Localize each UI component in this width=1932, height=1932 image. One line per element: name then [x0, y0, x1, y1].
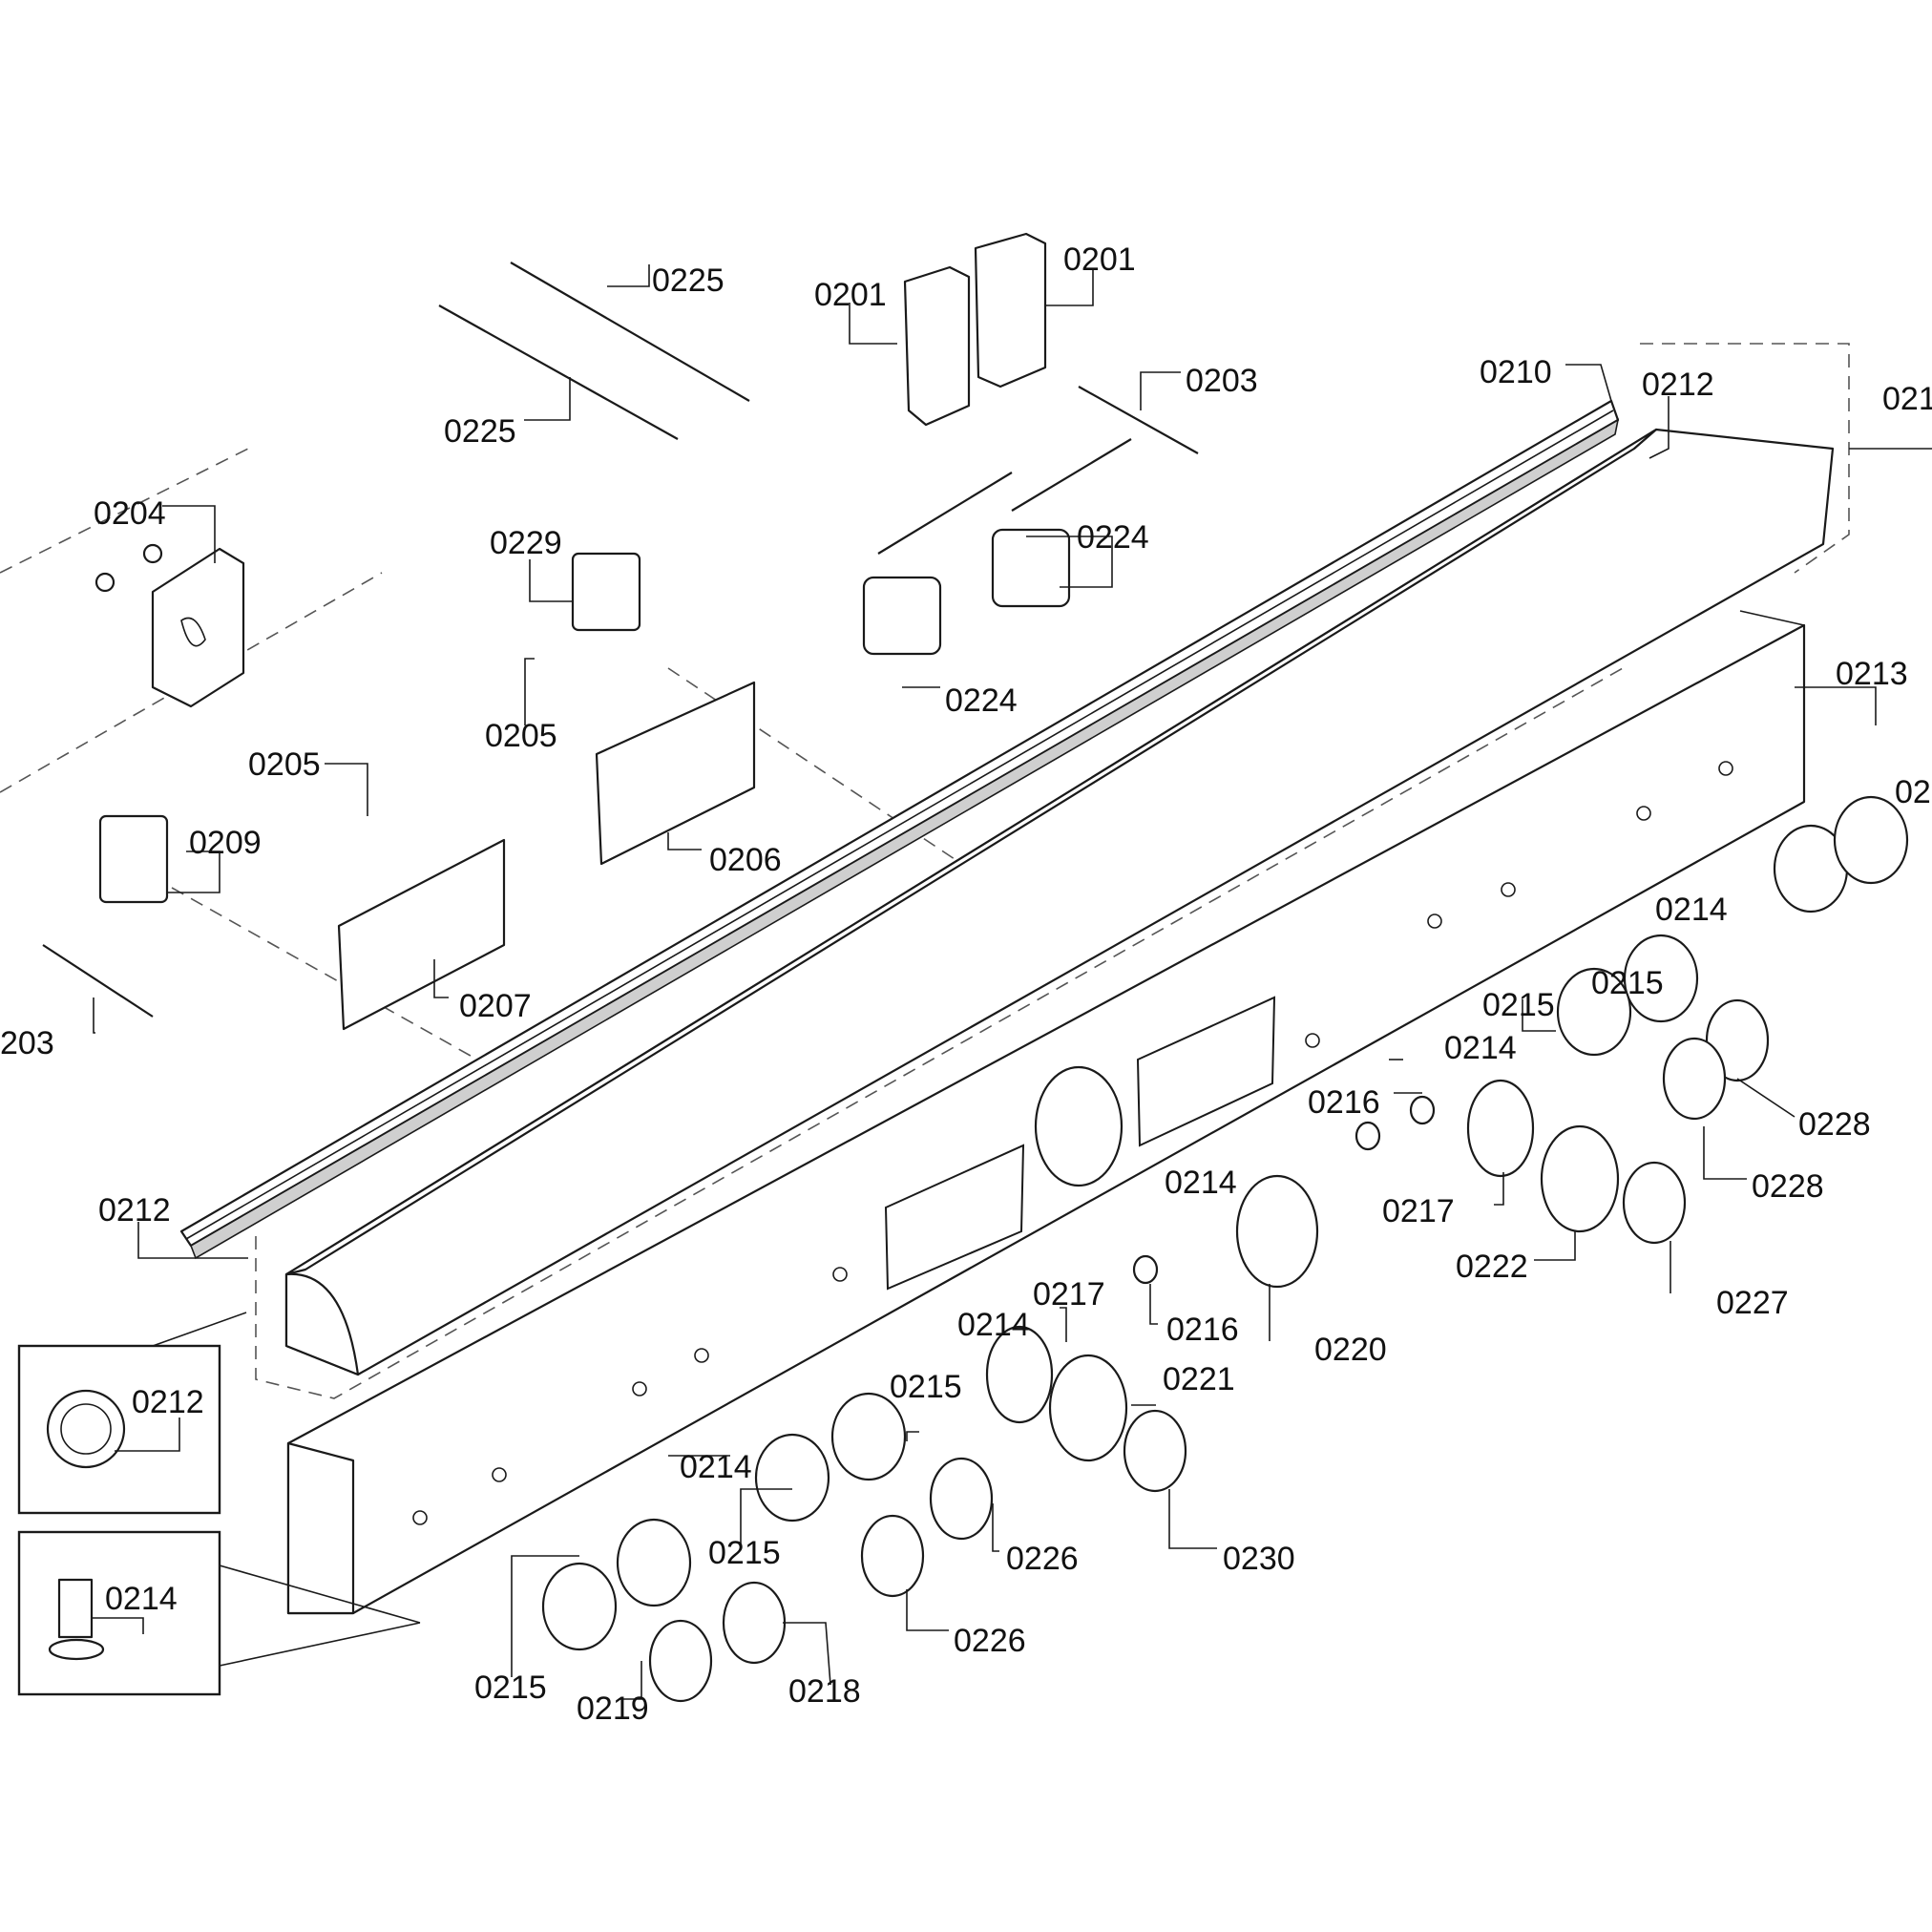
control-knob	[1123, 1409, 1187, 1493]
callout-c-0224-b: 0224	[945, 682, 1018, 719]
callout-c-0214-d: 0214	[957, 1307, 1030, 1343]
callout-c-0213: 0213	[1836, 656, 1908, 692]
callout-c-0219: 0219	[577, 1690, 649, 1727]
callout-c-0215-e: 0215	[474, 1670, 547, 1706]
callout-labels: 0225 0225 0201 0201 0203 0210 0212 021 0204 0229 0…	[0, 242, 1932, 1727]
callout-c-0222: 0222	[1456, 1249, 1528, 1285]
temperature-sensors	[42, 262, 1199, 1018]
callout-c-0205-a: 0205	[485, 718, 557, 754]
callout-c-0225-b: 0225	[444, 413, 516, 450]
callout-c-0203-a: 0203	[1186, 363, 1258, 399]
spacer	[1409, 1095, 1436, 1125]
leader-lines	[91, 264, 1877, 1700]
callout-c-0212-b: 0212	[98, 1192, 171, 1228]
bezel-ring	[1623, 934, 1699, 1023]
bezel-ring	[1556, 967, 1632, 1057]
callout-c-0205-b: 0205	[248, 746, 321, 783]
dial-bezel	[1048, 1354, 1128, 1462]
electronic-clock-modules	[903, 232, 1047, 427]
thermostats	[862, 438, 1132, 656]
callout-c-0225-a: 0225	[652, 262, 724, 299]
callout-c-0215-c: 0215	[890, 1369, 962, 1405]
callout-c-0214-c: 0214	[1165, 1165, 1237, 1201]
callout-c-0204: 0204	[94, 495, 166, 532]
dial-bezel	[1540, 1124, 1620, 1233]
callout-c-0214-a: 0214	[1655, 892, 1728, 928]
control-knob	[929, 1457, 994, 1541]
callout-c-0212-c: 0212	[132, 1384, 204, 1420]
detail-box-screw	[17, 1530, 421, 1696]
detail-box-nut	[17, 1312, 247, 1515]
callout-c-0217-a: 0217	[1382, 1193, 1455, 1229]
knob-holes	[412, 761, 1733, 1525]
callout-c-0212-a: 0212	[1642, 367, 1714, 403]
display-window-left	[884, 1144, 1025, 1291]
control-knob	[860, 1514, 925, 1598]
callout-c-0227: 0227	[1716, 1285, 1789, 1321]
callout-c-0215-b: 0215	[1482, 987, 1555, 1023]
callout-c-0206: 0206	[709, 842, 782, 878]
control-knob	[648, 1619, 713, 1703]
callout-c-0201-b: 0201	[1063, 242, 1136, 278]
control-knob	[722, 1581, 787, 1665]
bezel-ring	[616, 1518, 692, 1607]
callout-c-0214-f: 0214	[105, 1581, 178, 1617]
relay-boards	[337, 681, 756, 1031]
callout-c-0228-a: 0228	[1798, 1106, 1871, 1143]
callout-c-0226-a: 0226	[1006, 1541, 1079, 1577]
callout-c-0216-b: 0216	[1166, 1312, 1239, 1348]
callout-c-0218: 0218	[788, 1673, 861, 1710]
callout-c-02x: 02	[1895, 774, 1931, 810]
callout-c-0220: 0220	[1314, 1332, 1387, 1368]
bezel-ring	[830, 1392, 907, 1481]
callout-c-0207: 0207	[459, 988, 532, 1024]
knobs-and-bezels	[541, 795, 1909, 1703]
callout-c-0214-e: 0214	[680, 1449, 752, 1485]
decor-ring	[985, 1325, 1054, 1424]
front-control-panel	[286, 610, 1806, 1615]
callout-c-0221: 0221	[1163, 1361, 1235, 1397]
callout-c-0209: 0209	[189, 825, 262, 861]
bezel-ring	[541, 1562, 618, 1651]
callout-c-0215-a: 0215	[1591, 965, 1664, 1001]
callout-c-0230: 0230	[1223, 1541, 1295, 1577]
callout-c-0215-d: 0215	[708, 1535, 781, 1571]
spacer	[1354, 1121, 1381, 1151]
side-bracket	[94, 543, 245, 708]
trim-strip	[179, 399, 1620, 1260]
control-knob	[1662, 1037, 1727, 1121]
bezel-ring	[754, 1433, 830, 1522]
display-window-right	[1136, 996, 1276, 1147]
center-cutout	[1034, 1065, 1124, 1187]
callout-c-0216-a: 0216	[1308, 1084, 1380, 1121]
display-lens	[1235, 1174, 1319, 1289]
control-knob	[1622, 1161, 1687, 1245]
callout-c-0229: 0229	[490, 525, 562, 561]
spacer	[1132, 1254, 1159, 1285]
callout-c-0228-b: 0228	[1752, 1168, 1824, 1205]
control-panel-housing	[284, 428, 1835, 1376]
callout-c-0226-b: 0226	[954, 1623, 1026, 1659]
callout-c-021x: 021	[1882, 381, 1932, 417]
decor-ring	[1466, 1079, 1535, 1178]
callout-c-0217-b: 0217	[1033, 1276, 1105, 1312]
callout-c-0214-b: 0214	[1444, 1030, 1517, 1066]
callout-c-0224-a: 0224	[1077, 519, 1149, 556]
callout-c-0201-a: 0201	[814, 277, 887, 313]
callout-c-0210: 0210	[1480, 354, 1552, 390]
callout-c-0203-b: 203	[0, 1025, 54, 1061]
selector-switches	[98, 552, 641, 904]
bezel-ring	[1833, 795, 1909, 885]
